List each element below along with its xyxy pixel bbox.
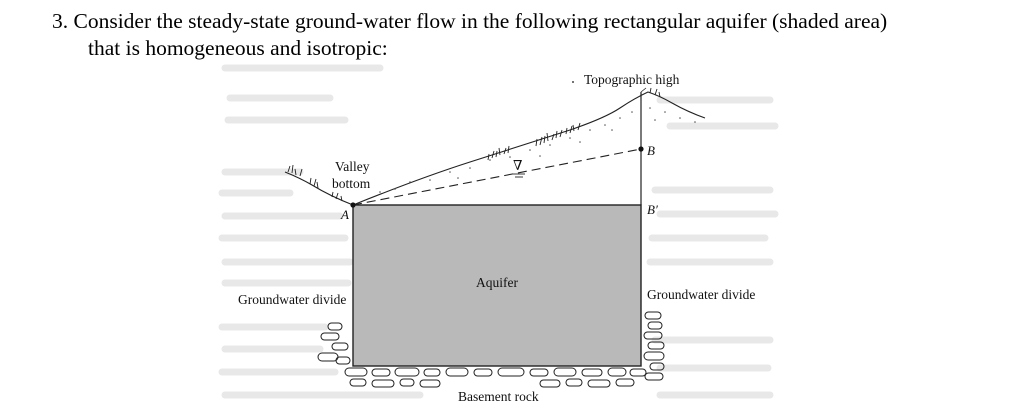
aquifer-rectangle: [352, 204, 642, 367]
question-text: 3. Consider the steady-state ground-wate…: [52, 8, 1012, 62]
water-table-symbol: ∇: [513, 158, 522, 173]
basement-rock-label: Basement rock: [458, 389, 539, 404]
question-line-1-text: Consider the steady-state ground-water f…: [73, 9, 888, 33]
question-line-2: that is homogeneous and isotropic:: [88, 36, 388, 60]
point-b-label: B: [647, 143, 655, 158]
valley-bottom-label-line1: Valley: [335, 159, 370, 174]
aquifer-label: Aquifer: [476, 275, 518, 290]
groundwater-divide-right-label: Groundwater divide: [647, 287, 755, 302]
point-a-marker: [350, 202, 356, 208]
basement-rock-stones: [317, 311, 665, 388]
topographic-high-dot: [572, 81, 574, 83]
question-number: 3.: [52, 9, 69, 33]
point-b-marker: [638, 146, 644, 152]
topographic-high-leader: [640, 87, 647, 93]
topographic-high-label: Topographic high: [584, 72, 680, 87]
point-b-prime-label: B′: [647, 202, 658, 217]
water-table-dashed-line: [352, 148, 642, 206]
groundwater-divide-left-label: Groundwater divide: [238, 292, 346, 307]
valley-bottom-label-line2: bottom: [332, 176, 371, 191]
point-a-label: A: [340, 207, 349, 222]
question-line-1: 3. Consider the steady-state ground-wate…: [52, 8, 1012, 35]
soil-stipple: [379, 107, 696, 193]
vegetation: [287, 87, 661, 202]
bleed-through-texture: [218, 64, 779, 399]
